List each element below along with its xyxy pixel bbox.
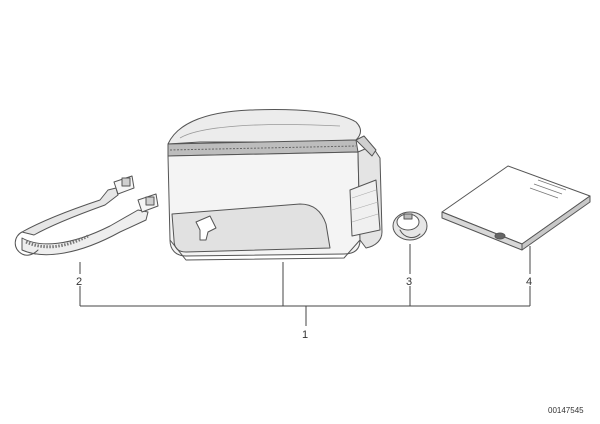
callout-1: 1 (302, 329, 308, 341)
strap-icon[interactable] (14, 175, 159, 256)
callout-3: 3 (406, 276, 412, 288)
callout-4: 4 (526, 276, 532, 288)
tank-bag-icon[interactable] (167, 109, 383, 261)
manual-icon[interactable] (441, 165, 591, 251)
callout-2: 2 (76, 276, 82, 288)
document-number: 00147545 (548, 406, 584, 415)
lock-clip-icon[interactable] (392, 211, 428, 241)
leader-lines (79, 244, 531, 326)
